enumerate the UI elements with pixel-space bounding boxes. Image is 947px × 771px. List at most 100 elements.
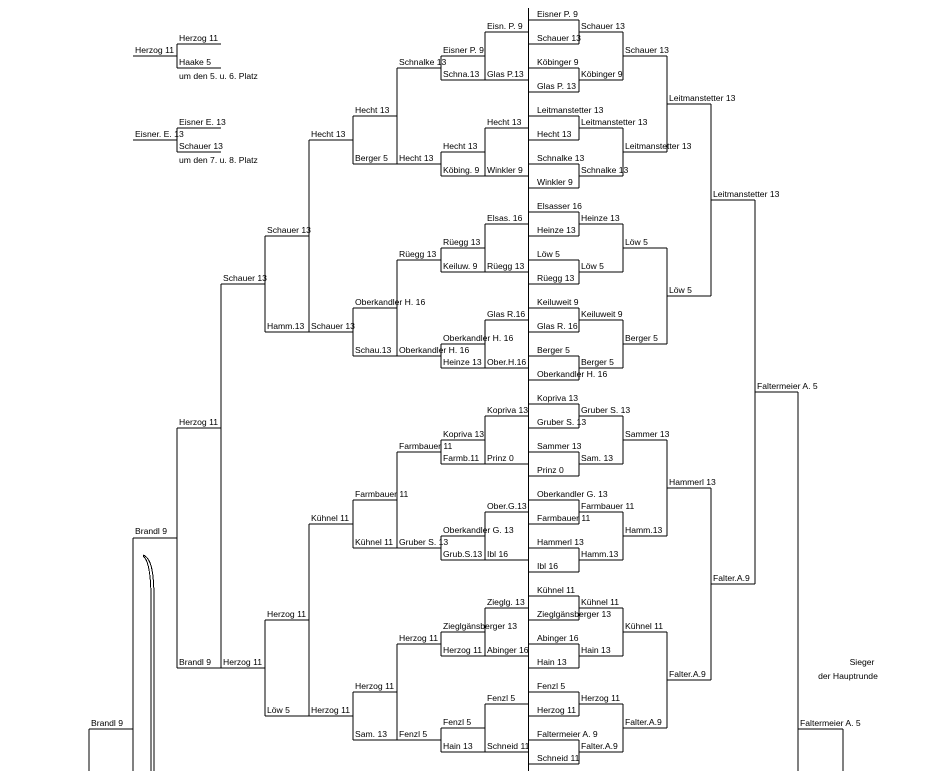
left-round2-player: Hecht 13	[443, 141, 478, 151]
left-round2-player: Farmb.11	[443, 453, 479, 463]
right-r2-player: Kühnel 11	[581, 597, 619, 607]
right-round1-player: Abinger 16	[537, 633, 579, 643]
right-r3-player: Leitmanstetter 13	[625, 141, 692, 151]
left-round5-player: Kühnel 11	[311, 513, 349, 523]
right-r2-player: Keiluweit 9	[581, 309, 623, 319]
right-round1-player: Hain 13	[537, 657, 567, 667]
left-round1-player: Abinger 16	[487, 645, 529, 655]
right-r2-player: Löw 5	[581, 261, 604, 271]
placement-78-player: Schauer 13	[179, 141, 223, 151]
left-round3-player: Gruber S. 13	[399, 537, 448, 547]
left-round2-player: Hain 13	[443, 741, 473, 751]
left-round1-player: Zieglg. 13	[487, 597, 525, 607]
right-r2-player: Farmbauer 11	[581, 501, 635, 511]
right-round1-player: Sammer 13	[537, 441, 582, 451]
right-r4-player: Löw 5	[669, 285, 692, 295]
left-round2-player: Oberkandler G. 13	[443, 525, 514, 535]
left-round3-player: Farmbauer 11	[399, 441, 453, 451]
right-r2-player: Hamm.13	[581, 549, 618, 559]
left-round2-player: Oberkandler H. 16	[443, 333, 513, 343]
left-round9-player: Brandl 9	[135, 526, 167, 536]
left-round8-player: Brandl 9	[179, 657, 211, 667]
left-round1-player: Schneid 11	[487, 741, 530, 751]
left-round4-player: Hecht 13	[355, 105, 390, 115]
right-r2-player: Leitmanstetter 13	[581, 117, 648, 127]
left-round3-player: Schnalke 13	[399, 57, 447, 67]
left-round1-player: Kopriva 13	[487, 405, 528, 415]
left-round1-player: Fenzl 5	[487, 693, 515, 703]
left-round1-player: Glas P.13	[487, 69, 524, 79]
bracket-lines	[88, 8, 844, 771]
right-round1-player: Kopriva 13	[537, 393, 578, 403]
left-round5-player: Herzog 11	[311, 705, 350, 715]
left-round7-player: Schauer 13	[223, 273, 267, 283]
left-round1-player: Elsas. 16	[487, 213, 523, 223]
right-r2-player: Gruber S. 13	[581, 405, 630, 415]
winner-caption: der Hauptrunde	[818, 671, 878, 681]
right-r4-player: Hammerl 13	[669, 477, 716, 487]
left-round2-player: Schna.13	[443, 69, 480, 79]
left-round6-player: Löw 5	[267, 705, 290, 715]
right-round1-player: Berger 5	[537, 345, 570, 355]
placement-56-winner: Herzog 11	[135, 45, 174, 55]
left-round6-player: Hamm.13	[267, 321, 304, 331]
right-round1-player: Winkler 9	[537, 177, 573, 187]
left-round1-player: Glas R.16	[487, 309, 525, 319]
right-round1-player: Löw 5	[537, 249, 560, 259]
right-r2-player: Schauer 13	[581, 21, 625, 31]
right-round1-player: Ibl 16	[537, 561, 558, 571]
placement-78-player: Eisner E. 13	[179, 117, 226, 127]
right-round1-player: Prinz 0	[537, 465, 564, 475]
left-round1-player: Winkler 9	[487, 165, 523, 175]
left-round3-player: Rüegg 13	[399, 249, 436, 259]
placement-78-winner: Eisner. E. 13	[135, 129, 184, 139]
left-round3-player: Herzog 11	[399, 633, 438, 643]
left-round2-player: Rüegg 13	[443, 237, 480, 247]
left-round2-player: Köbing. 9	[443, 165, 480, 175]
right-r3-player: Löw 5	[625, 237, 648, 247]
right-r2-player: Sam. 13	[581, 453, 613, 463]
left-round1-player: Ober.H.16	[487, 357, 526, 367]
left-round2-player: Eisner P. 9	[443, 45, 484, 55]
right-round1-player: Oberkandler H. 16	[537, 369, 607, 379]
right-r2-player: Falter.A.9	[581, 741, 618, 751]
left-round2-player: Heinze 13	[443, 357, 482, 367]
right-round1-player: Köbinger 9	[537, 57, 579, 67]
left-round1-player: Rüegg 13	[487, 261, 524, 271]
placement-56-player: Herzog 11	[179, 33, 218, 43]
right-r2-player: Herzog 11	[581, 693, 620, 703]
winner-caption: Sieger	[850, 657, 875, 667]
right-r2-player: Berger 5	[581, 357, 614, 367]
bracket-curve	[142, 554, 155, 771]
right-r3-player: Falter.A.9	[625, 717, 662, 727]
right-r3-player: Kühnel 11	[625, 621, 663, 631]
left-round2-player: Grub.S.13	[443, 549, 482, 559]
left-round4-player: Oberkandler H. 16	[355, 297, 425, 307]
placement-56-note: um den 5. u. 6. Platz	[179, 71, 258, 81]
left-round6-player: Herzog 11	[267, 609, 306, 619]
left-round6-player: Schauer 13	[267, 225, 311, 235]
left-round1-player: Ober.G.13	[487, 501, 527, 511]
left-round2-player: Herzog 11	[443, 645, 482, 655]
right-r6-player: Faltermeier A. 5	[757, 381, 818, 391]
right-round1-player: Kühnel 11	[537, 585, 575, 595]
right-r3-player: Berger 5	[625, 333, 658, 343]
right-r3-player: Schauer 13	[625, 45, 669, 55]
right-round1-player: Keiluweit 9	[537, 297, 579, 307]
right-round1-player: Herzog 11	[537, 705, 576, 715]
left-round3-player: Fenzl 5	[399, 729, 427, 739]
left-round4-player: Farmbauer 11	[355, 489, 409, 499]
left-round7-player: Herzog 11	[223, 657, 262, 667]
left-round5-player: Hecht 13	[311, 129, 346, 139]
left-round5-player: Schauer 13	[311, 321, 355, 331]
right-round1-player: Schnalke 13	[537, 153, 585, 163]
right-round1-player: Schauer 13	[537, 33, 581, 43]
right-round1-player: Eisner P. 9	[537, 9, 578, 19]
left-round10-player: Brandl 9	[91, 718, 123, 728]
left-round1-player: Eisn. P. 9	[487, 21, 523, 31]
right-round1-player: Zieglgänsberger 13	[537, 609, 611, 619]
left-round1-player: Ibl 16	[487, 549, 508, 559]
left-round8-player: Herzog 11	[179, 417, 218, 427]
